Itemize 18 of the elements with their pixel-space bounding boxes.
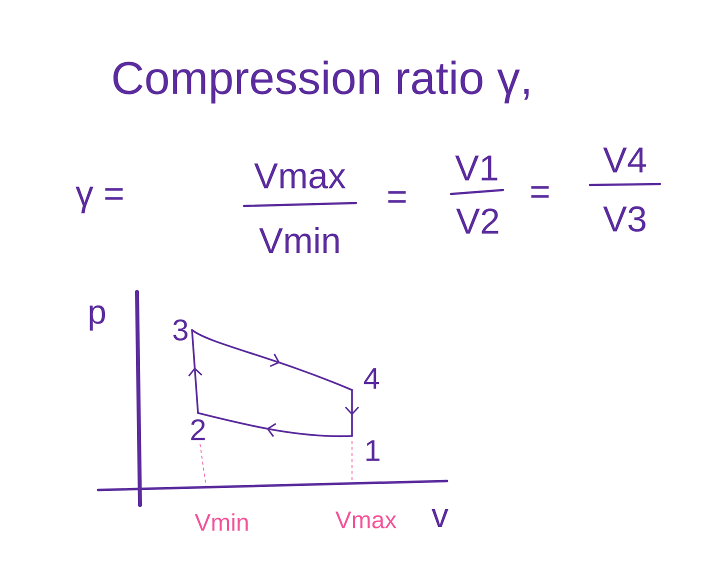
- formula-text: V1: [455, 156, 498, 180]
- axis-label: p: [90, 305, 106, 331]
- axis-label: Vmin: [194, 513, 248, 531]
- axis-label: v: [432, 509, 448, 527]
- point-label: 2: [191, 419, 205, 440]
- formula-text: =: [531, 186, 549, 198]
- title: Compression ratio γ,: [113, 60, 529, 104]
- formula-text: =: [388, 191, 406, 203]
- formula-text: Vmax: [254, 163, 346, 189]
- formula-text: V4: [603, 148, 646, 172]
- formula-text: V3: [603, 206, 646, 232]
- formula-text: γ =: [76, 186, 123, 214]
- point-label: 1: [366, 440, 380, 461]
- axis-label: Vmax: [335, 512, 396, 528]
- formula-text: Vmin: [259, 226, 339, 254]
- formula-text: V2: [456, 208, 498, 234]
- point-label: 3: [173, 319, 188, 341]
- point-label: 4: [364, 368, 380, 389]
